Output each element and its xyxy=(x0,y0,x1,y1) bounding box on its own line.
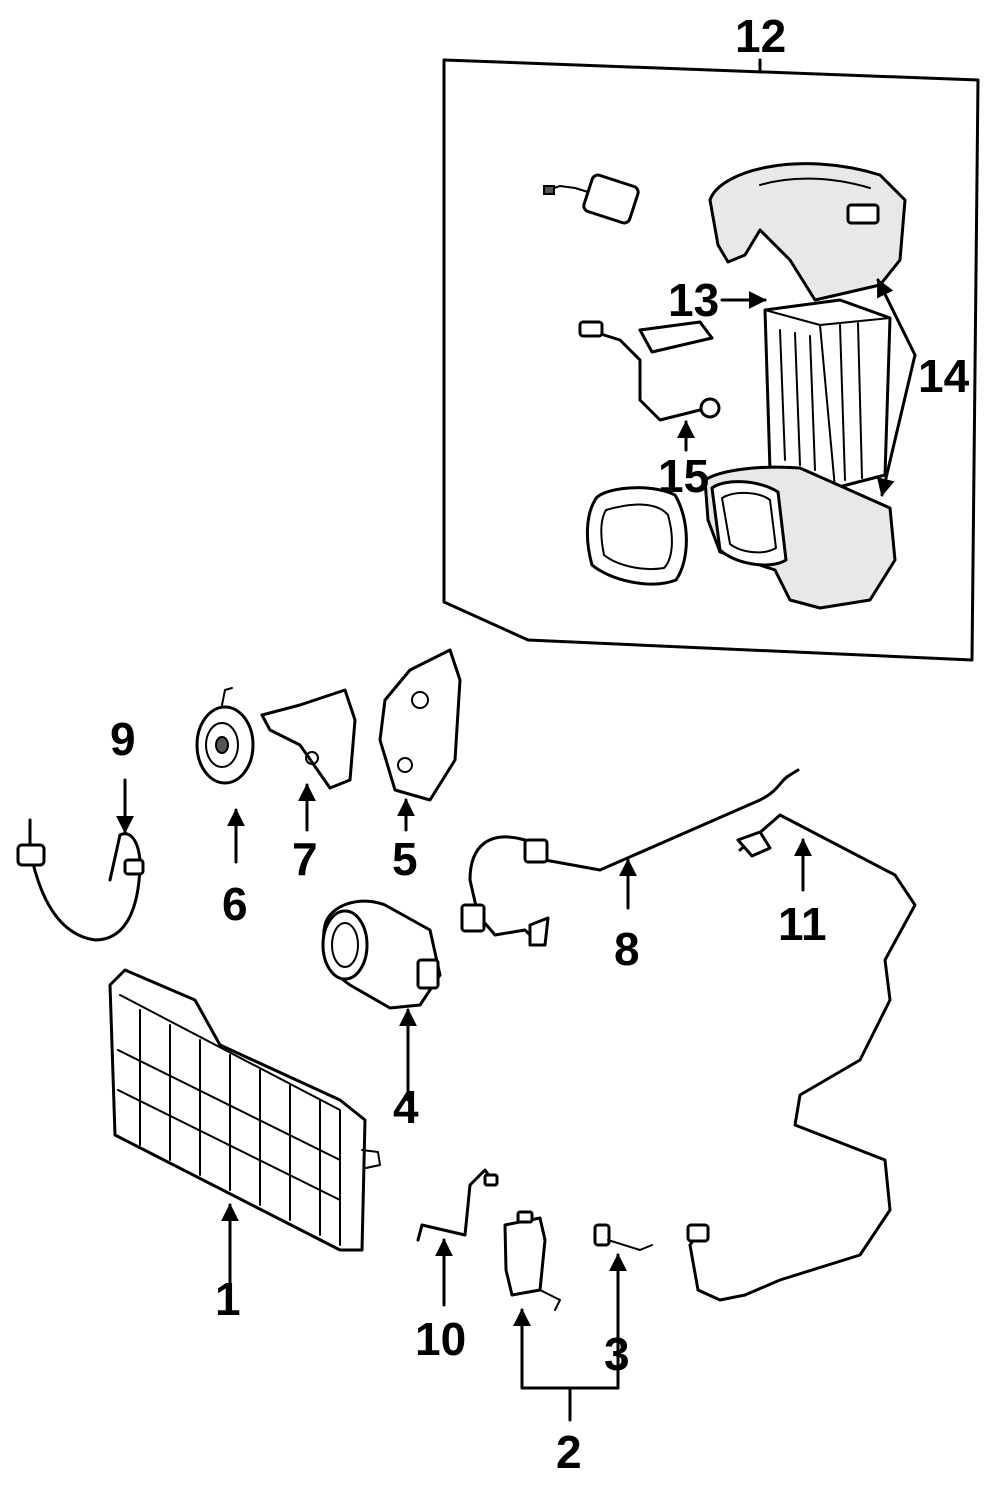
callout-10: 10 xyxy=(415,1313,466,1365)
callout-7: 7 xyxy=(292,833,318,885)
callout-8: 8 xyxy=(614,923,640,975)
callout-14: 14 xyxy=(918,350,970,402)
evaporator-core-drawing xyxy=(763,298,892,490)
leader-lines xyxy=(116,278,917,1422)
callout-4: 4 xyxy=(393,1081,419,1133)
callout-13: 13 xyxy=(668,274,719,326)
callout-11: 11 xyxy=(778,898,827,950)
gasket-seal-drawing xyxy=(585,486,688,586)
evaporator-assembly-inset xyxy=(442,58,980,662)
sensor-harness-drawing xyxy=(543,173,640,225)
callout-6: 6 xyxy=(222,878,248,930)
evaporator-lower-case-drawing xyxy=(703,465,897,610)
callout-1: 1 xyxy=(215,1273,241,1325)
idler-bracket-drawing xyxy=(260,688,357,790)
pressure-switch-drawing xyxy=(593,1223,653,1251)
suction-hose-drawing xyxy=(460,768,800,947)
clutch-pulley-drawing xyxy=(195,687,255,785)
callout-5: 5 xyxy=(392,833,418,885)
callout-2: 2 xyxy=(556,1426,582,1478)
condenser-drawing xyxy=(108,968,381,1252)
accumulator-drawing xyxy=(503,1210,561,1311)
callout-labels: 1 2 3 4 5 6 7 8 9 10 11 12 13 14 15 xyxy=(110,10,970,1478)
callout-3: 3 xyxy=(604,1328,630,1380)
callout-15: 15 xyxy=(658,450,709,502)
expansion-valve-drawing xyxy=(578,320,721,422)
tube-drawing xyxy=(416,1168,499,1242)
liquid-line-drawing xyxy=(686,813,917,1302)
discharge-hose-drawing xyxy=(16,818,145,942)
callout-12: 12 xyxy=(735,10,786,62)
evaporator-upper-case-drawing xyxy=(708,162,907,302)
callout-9: 9 xyxy=(110,713,136,765)
compressor-drawing xyxy=(321,899,442,1010)
compressor-bracket-drawing xyxy=(378,648,462,802)
